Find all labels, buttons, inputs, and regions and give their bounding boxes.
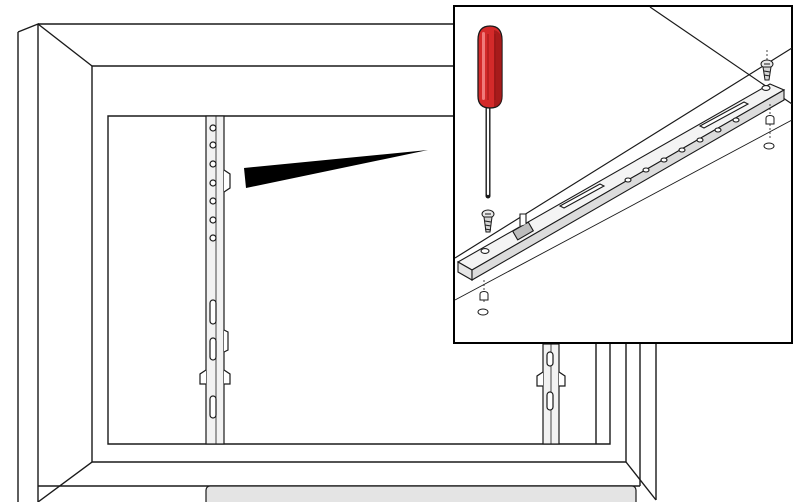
right-rail-clip bbox=[536, 371, 544, 387]
inset-frame-edge bbox=[454, 47, 793, 259]
left-rail-hole bbox=[209, 179, 217, 187]
rail-hole bbox=[678, 147, 686, 153]
left-rail-slot bbox=[209, 337, 217, 361]
mounting-point bbox=[477, 115, 775, 316]
left-rail-slot bbox=[209, 395, 217, 419]
screw-icon bbox=[481, 209, 495, 233]
left-rail-clip bbox=[223, 369, 231, 385]
right-rail-clip bbox=[558, 371, 566, 387]
rail-hole bbox=[761, 85, 771, 91]
left-rail-hole bbox=[209, 141, 217, 149]
detail-inset bbox=[453, 5, 793, 344]
frame-miter-bottom-left bbox=[37, 461, 93, 502]
right-rail-slot bbox=[546, 391, 554, 411]
left-rail-hole bbox=[209, 197, 217, 205]
left-rail-clip bbox=[223, 169, 231, 193]
left-rail-clip bbox=[199, 369, 207, 385]
rail-hole bbox=[660, 157, 668, 163]
rail-hole bbox=[732, 117, 740, 123]
left-rail-tab bbox=[223, 329, 229, 353]
rail-lock-pin bbox=[519, 213, 527, 226]
screwdriver-highlight bbox=[482, 32, 485, 100]
inner-frame-opening bbox=[91, 65, 627, 463]
rail-slot bbox=[698, 101, 750, 129]
outer-frame-left-side bbox=[17, 22, 39, 502]
screw-icon bbox=[760, 59, 774, 81]
right-mounting-rail bbox=[536, 343, 566, 445]
rail-hole bbox=[480, 248, 490, 254]
rail-hole bbox=[624, 177, 632, 183]
screwdriver-handle-shade bbox=[494, 30, 502, 107]
rail-hole bbox=[714, 127, 722, 133]
left-rail-hole bbox=[209, 234, 217, 242]
frame-miter-bottom-right bbox=[625, 461, 657, 501]
rail-hole bbox=[642, 167, 650, 173]
left-rail-hole bbox=[209, 216, 217, 224]
rail-hole bbox=[696, 137, 704, 143]
mounting-rail bbox=[456, 83, 786, 281]
inset-frame-edge bbox=[454, 119, 793, 301]
left-rail-slot bbox=[209, 299, 217, 325]
window-sill bbox=[205, 485, 637, 502]
right-rail-slot bbox=[546, 351, 554, 367]
rail-slot bbox=[558, 183, 606, 209]
left-rail-hole bbox=[209, 124, 217, 132]
rail-lock-block bbox=[511, 221, 535, 241]
left-mounting-rail bbox=[199, 115, 231, 445]
callout-pointer bbox=[244, 150, 428, 188]
left-rail-body bbox=[205, 115, 225, 445]
frame-miter-top-left bbox=[37, 23, 93, 67]
left-rail-hole bbox=[209, 160, 217, 168]
screwdriver-icon bbox=[477, 25, 503, 199]
